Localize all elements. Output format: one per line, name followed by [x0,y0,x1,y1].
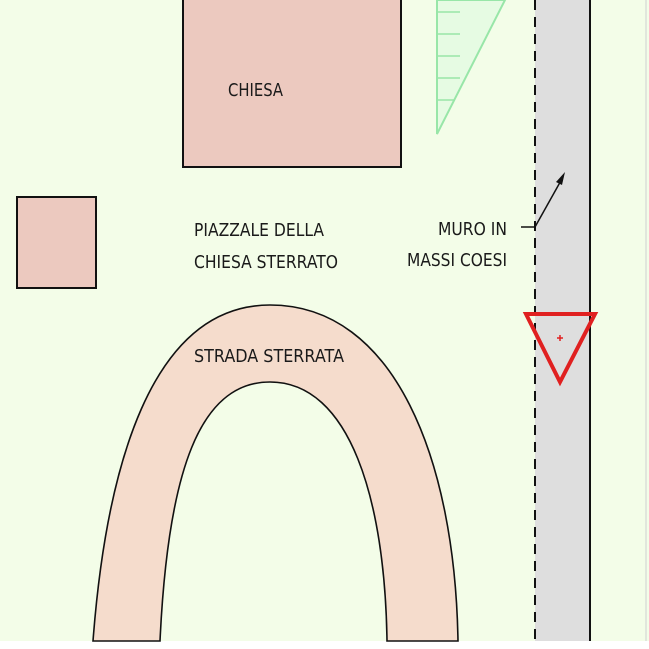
church-building [182,0,402,168]
leader-arrowhead [556,172,565,185]
bottom-margin [0,641,649,649]
leader-diagonal [534,176,564,228]
wall-label-line1: MURO IN [438,219,507,240]
paved-road [535,0,590,641]
yield-sign-icon [522,312,599,387]
wall-label-line2: MASSI COESI [407,250,507,271]
slope-ramp [436,0,507,135]
unpaved-road [92,304,459,642]
small-building [16,196,97,289]
square-label-line2: CHIESA STERRATO [194,252,338,273]
square-label-line1: PIAZZALE DELLA [194,220,325,241]
arrow-leader-icon [521,172,565,228]
church-label: CHIESA [228,80,284,101]
road-label: STRADA STERRATA [194,346,345,367]
yield-sign-triangle [522,312,599,387]
